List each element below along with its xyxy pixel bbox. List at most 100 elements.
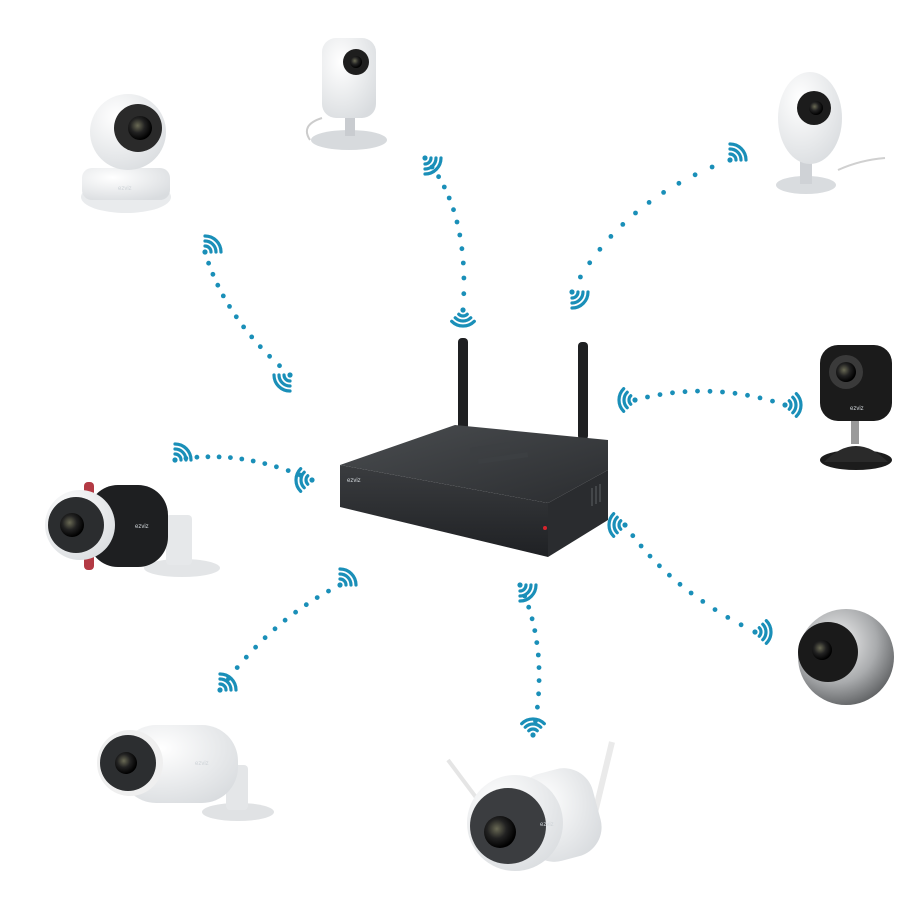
- link-dot: [282, 617, 288, 623]
- nvr-status-led: [543, 526, 547, 530]
- link-dot: [441, 184, 447, 190]
- link-dot: [451, 207, 456, 213]
- link-dot: [661, 190, 666, 195]
- link-dot: [534, 640, 540, 645]
- link-dot: [692, 172, 698, 178]
- link-dot: [220, 293, 226, 299]
- link-dot: [262, 461, 268, 466]
- link-dot: [239, 456, 245, 462]
- link-dot: [454, 219, 460, 225]
- link-dot: [645, 394, 650, 400]
- link-dot: [233, 314, 239, 320]
- link-dot: [461, 275, 467, 281]
- link-dot: [529, 616, 535, 622]
- link-dot: [677, 581, 683, 587]
- link-dot: [700, 599, 706, 604]
- nvr-brand-label: ezviz: [347, 478, 361, 484]
- wifi-icon: [202, 234, 223, 255]
- camera-outdoor-wifi-bullet: ezviz: [446, 741, 615, 871]
- link-dot: [770, 398, 775, 404]
- wifi-symbols: [172, 142, 803, 738]
- link-dot: [682, 389, 688, 395]
- camera-bullet-white: ezviz: [97, 725, 274, 821]
- link-egg-camera: [578, 164, 715, 280]
- link-dot: [536, 665, 542, 670]
- camera-pan-tilt: ezviz: [81, 94, 171, 213]
- camera-brand-label: ezviz: [850, 406, 864, 412]
- link-bullet-camera-white: [226, 588, 331, 681]
- link-dot: [757, 395, 763, 401]
- wifi-icon: [294, 467, 315, 493]
- nvr-antenna-right: [578, 342, 588, 440]
- link-dot: [695, 388, 700, 394]
- link-dot: [707, 388, 713, 394]
- link-dot: [578, 274, 583, 280]
- wifi-icon: [172, 442, 193, 463]
- link-dot: [205, 454, 211, 460]
- nvr-front: [340, 465, 548, 557]
- link-dot: [461, 291, 467, 297]
- link-dot: [688, 590, 694, 596]
- link-dot: [241, 324, 247, 330]
- link-dot: [725, 615, 731, 620]
- nvr-top: [340, 425, 608, 503]
- link-dot: [303, 602, 309, 608]
- link-dot: [532, 628, 538, 633]
- wifi-icon: [617, 387, 638, 413]
- link-dot: [250, 458, 256, 464]
- wifi-icon: [337, 567, 358, 588]
- nvr-side: [548, 470, 608, 557]
- wireless-links: [183, 164, 775, 724]
- link-dot: [638, 543, 644, 549]
- link-dot: [526, 604, 532, 610]
- link-dot: [460, 260, 466, 266]
- link-dot: [274, 464, 279, 470]
- link-dot: [314, 595, 320, 600]
- link-dome-ball-camera: [630, 533, 744, 628]
- link-dot: [228, 455, 233, 460]
- link-dot: [647, 553, 653, 559]
- link-dot: [194, 454, 200, 460]
- camera-brand-label: ezviz: [118, 186, 132, 192]
- link-dot: [216, 454, 222, 460]
- link-dot: [457, 232, 463, 238]
- link-dot: [272, 626, 278, 632]
- link-dot: [732, 390, 738, 396]
- link-dot: [535, 704, 540, 710]
- link-dot: [630, 533, 636, 539]
- link-dot: [326, 588, 331, 594]
- link-dot: [676, 180, 682, 186]
- link-dot: [257, 344, 263, 350]
- wireless-nvr: ezviz: [340, 338, 608, 557]
- camera-egg: [776, 72, 886, 194]
- link-dot: [267, 353, 272, 359]
- wifi-icon: [569, 289, 590, 310]
- link-dot: [249, 334, 255, 340]
- link-mini-cube-camera: [429, 164, 467, 297]
- link-dot: [459, 246, 465, 252]
- link-dot: [720, 389, 725, 395]
- nvr-vent-grille: [591, 484, 601, 506]
- camera-bullet-red-ring: ezviz: [45, 482, 220, 577]
- camera-brand-label: ezviz: [540, 822, 554, 828]
- link-dot: [253, 644, 258, 650]
- wifi-icon: [607, 512, 628, 538]
- link-dot: [536, 691, 541, 697]
- link-dot: [243, 654, 249, 660]
- wifi-icon: [520, 717, 546, 738]
- link-dot: [285, 468, 291, 473]
- wifi-icon: [450, 307, 476, 328]
- link-dot: [536, 678, 542, 683]
- link-dot: [215, 282, 221, 288]
- camera-brand-label: ezviz: [195, 761, 209, 767]
- wifi-icon: [752, 619, 773, 645]
- link-bullet-camera-red-ring: [183, 454, 303, 478]
- wifi-icon: [517, 582, 538, 603]
- wifi-icon: [422, 155, 443, 176]
- camera-black-cube: ezviz: [820, 345, 892, 470]
- link-dot: [745, 392, 750, 398]
- link-dot: [620, 222, 626, 227]
- wifi-icon: [272, 372, 293, 393]
- link-dot: [234, 665, 240, 670]
